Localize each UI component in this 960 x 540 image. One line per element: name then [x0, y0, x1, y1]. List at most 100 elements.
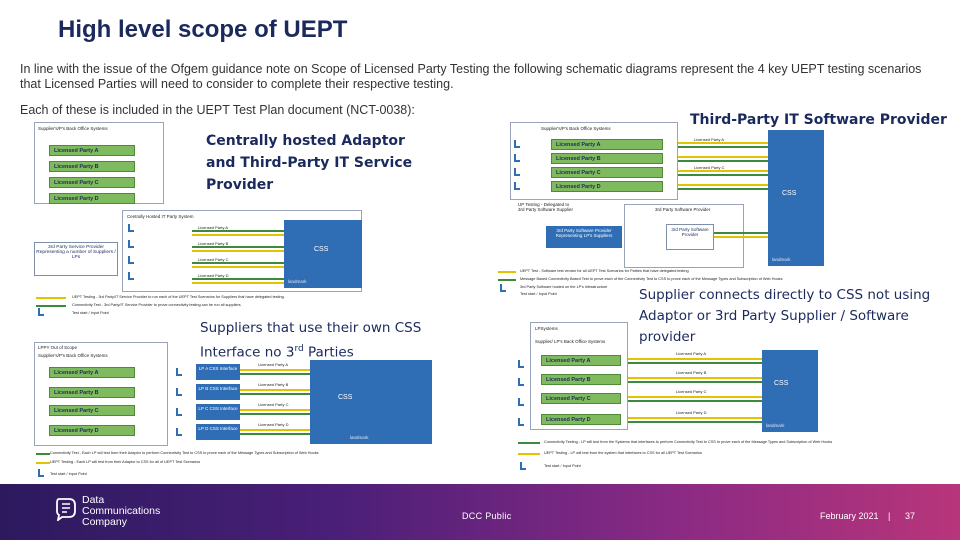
yellow-line [678, 184, 768, 186]
caption-own-line2: Interface no 3rd Parties [200, 339, 421, 364]
back-office-header: Supplier's/P's Back Office Systems [541, 126, 611, 131]
diagram-own-interface: LPPY Out of Scope Supplier's/P's Back Of… [32, 342, 442, 484]
yellow-line [192, 234, 284, 236]
third-party-header: 3rd Party Software Provider [655, 207, 711, 212]
test-start-arrow [176, 368, 182, 376]
lp-systems-header: LPSystems [535, 326, 558, 331]
test-start-arrow [518, 378, 524, 386]
third-party-blue-block: 3rd Party Software Provider Representing… [546, 226, 622, 248]
caption-third-party: Third-Party IT Software Provider [690, 112, 947, 128]
caption-own-line1: Suppliers that use their own CSS [200, 320, 422, 336]
green-line [678, 174, 768, 176]
back-office-header: Supplier/ LP's Back Office Systems [535, 339, 606, 344]
legend-arrow [38, 469, 44, 477]
footer-bar [0, 484, 960, 540]
landmark-logo: landmark [772, 257, 791, 262]
legend-green-line [498, 279, 516, 281]
intro-text: In line with the issue of the Ofgem guid… [20, 62, 922, 91]
test-start-arrow [176, 388, 182, 396]
lp-c-interface: LP C CSS Interface [196, 404, 240, 420]
licensed-party-c: Licensed Party C [541, 393, 621, 404]
green-line [192, 246, 284, 248]
caption-adaptor-line3: Provider [206, 177, 274, 193]
green-line [628, 381, 762, 383]
company-line1: Data [82, 494, 105, 506]
test-start-arrow [128, 240, 134, 248]
legend-text: Message Based Connectivity Based Test to… [520, 277, 783, 281]
caption-adaptor-line2: and Third-Party IT Service [206, 155, 413, 171]
legend-text: 3rd Party Software hosted on the LP's In… [520, 285, 608, 289]
licensed-party-d: Licensed Party D [541, 414, 621, 425]
legend-text: Connectivity Test - 3rd Party/IT Service… [72, 303, 241, 307]
back-office-header: Supplier's/P's Back Office Systems [38, 353, 108, 358]
landmark-logo: landmark [766, 423, 785, 428]
legend-test-start: Test start / Input Point [544, 464, 581, 468]
green-line [240, 413, 310, 415]
diagram-adaptor: Supplier's/P's Back Office Systems Licen… [32, 122, 370, 317]
back-office-header: Supplier's/P's Back Office Systems [38, 126, 108, 131]
scope-header: LPPY Out of Scope [38, 345, 77, 350]
footer-date: February 2021 [820, 511, 879, 521]
lp-b-interface: LP B CSS Interface [196, 384, 240, 400]
line-label: Licensed Party D [198, 273, 229, 278]
line-label: Licensed Party C [198, 257, 229, 262]
test-start-arrow [514, 140, 520, 148]
yellow-line [240, 429, 310, 431]
test-start-arrow [128, 224, 134, 232]
line-label: Licensed Party C [676, 389, 707, 394]
test-start-arrow [518, 418, 524, 426]
third-party-white-block: 3rd Party Software Provider [666, 224, 714, 250]
yellow-line [240, 369, 310, 371]
licensed-party-b: Licensed Party B [49, 161, 135, 172]
licensed-party-a: Licensed Party A [49, 367, 135, 378]
css-block: CSS landmark [762, 350, 818, 432]
subintro-text: Each of these is included in the UEPT Te… [20, 103, 415, 117]
line-label: Licensed Party D [676, 410, 707, 415]
test-start-arrow [518, 360, 524, 368]
line-label: Licensed Party A [198, 225, 229, 230]
yellow-line [628, 377, 762, 379]
line-label: Licensed Party A [676, 351, 707, 356]
company-line3: Company [82, 516, 127, 528]
legend-test-start: Test start / Input Point [72, 311, 109, 315]
landmark-logo: landmark [350, 435, 369, 440]
slide-title: High level scope of UEPT [58, 16, 348, 43]
company-line2: Communications [82, 505, 161, 517]
yellow-line [628, 358, 762, 360]
yellow-line [714, 236, 768, 238]
legend-yellow-line [36, 297, 66, 299]
licensed-party-d: Licensed Party D [49, 193, 135, 204]
caption-direct-line1: Supplier connects directly to CSS not us… [639, 287, 931, 303]
licensed-party-b: Licensed Party B [49, 387, 135, 398]
caption-own-line2-sup: rd [294, 344, 304, 354]
legend-text: UEPT Testing - Each LP will test from th… [50, 460, 201, 464]
third-party-service-block: 3rd Party Service Provider Representing … [34, 242, 118, 276]
dcc-logo-icon [56, 498, 76, 521]
test-start-arrow [128, 272, 134, 280]
green-line [678, 188, 768, 190]
test-start-arrow [176, 428, 182, 436]
classification-label: DCC Public [462, 511, 512, 521]
green-line [240, 373, 310, 375]
caption-adaptor-line1: Centrally hosted Adaptor [206, 133, 405, 149]
caption-direct: Supplier connects directly to CSS not us… [637, 285, 933, 348]
css-block: CSS landmark [310, 360, 432, 444]
green-line [192, 230, 284, 232]
css-block: CSS landmark [768, 130, 824, 266]
licensed-party-c: Licensed Party C [49, 405, 135, 416]
legend-green-line [518, 442, 540, 444]
yellow-line [678, 156, 768, 158]
legend-arrow [520, 462, 526, 470]
css-label: CSS [314, 245, 329, 253]
line-label: Licensed Party D [258, 422, 289, 427]
test-start-arrow [518, 398, 524, 406]
licensed-party-b: Licensed Party B [541, 374, 621, 385]
tp-testing-label: UP Testing - Delegated to 3rd Party Soft… [518, 202, 574, 212]
licensed-party-c: Licensed Party C [551, 167, 663, 178]
yellow-line [192, 250, 284, 252]
green-line [678, 146, 768, 148]
css-block: CSS landmark [284, 220, 362, 288]
line-label: Licensed Party B [258, 382, 289, 387]
green-line [628, 400, 762, 402]
legend-test-start: Test start / Input Point [50, 472, 87, 476]
